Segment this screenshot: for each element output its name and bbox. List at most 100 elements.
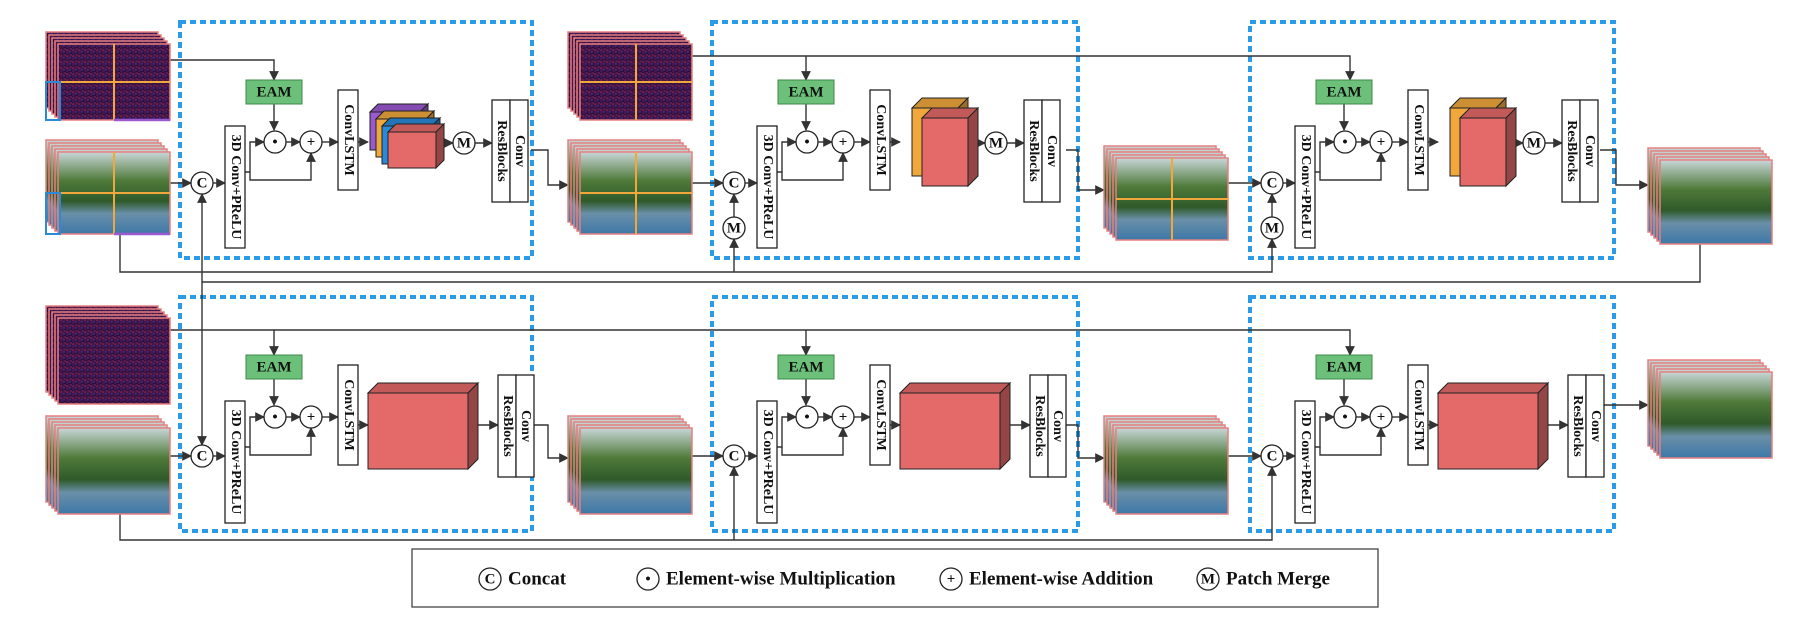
stage-3-merge-op-symbol: M	[1527, 135, 1541, 151]
stage-1-feature-red	[386, 122, 446, 170]
frames-stage6	[1103, 415, 1229, 515]
stage-3-add-op: +	[1369, 130, 1393, 154]
stage-6-mult-op-symbol: •	[1342, 409, 1347, 425]
stage-3-conv3d-block-box	[1294, 125, 1316, 249]
stage-1-feature-red-front	[387, 131, 437, 169]
stage-box-6	[1248, 295, 1616, 533]
output-frames-top	[1647, 147, 1773, 245]
stage-6-concat-op-symbol: C	[1267, 448, 1278, 464]
input-dim-frames-top-patch-blue	[45, 81, 61, 121]
stage-4-add-op: +	[299, 405, 323, 429]
line-input-skip-merge-3	[119, 234, 1277, 273]
line-stage3-out	[1600, 149, 1649, 190]
stage-2-merge-op-symbol: M	[989, 135, 1003, 151]
stage-1-conv-resblocks-resblocks-label: ResBlocks	[494, 120, 509, 182]
stage-box-4	[178, 295, 534, 533]
stage-4-concat-op-ring	[190, 444, 214, 468]
stage-6-eam-block-label: EAM	[1327, 359, 1362, 375]
stage-2-concat-op-symbol: C	[729, 175, 740, 191]
input-frames-bottom	[45, 415, 171, 515]
stage-3-line-conv-mult	[1315, 137, 1335, 173]
stage-4-conv-resblocks-resblocks-label: ResBlocks	[500, 395, 515, 457]
stage-3-input-merge-op-ring	[1260, 216, 1284, 240]
stage-3-input-merge-op: M	[1260, 216, 1284, 240]
stage-5-concat-op: C	[722, 444, 746, 468]
legend-patch-merge-symbol-ring	[1196, 567, 1220, 591]
stage-1-line-skip-add	[249, 152, 316, 181]
legend-concat-symbol-ring	[478, 567, 502, 591]
stage-3-convlstm-block-box	[1407, 89, 1429, 191]
line-stage5-out	[1066, 424, 1105, 463]
stage-1-add-op-ring	[299, 130, 323, 154]
stage-2-conv-resblocks-conv-label: Conv	[1044, 135, 1059, 167]
stage-4-conv-resblocks-conv-label: Conv	[518, 410, 533, 442]
stage-1-merge-op-symbol: M	[457, 135, 471, 151]
stage-3-concat-op-symbol: C	[1267, 175, 1278, 191]
stage-box-2	[710, 20, 1080, 260]
legend-addition-label: Element-wise Addition	[969, 568, 1154, 589]
line-dim-eam-1	[170, 59, 279, 81]
stage-4-mult-op-ring	[263, 405, 287, 429]
stage-2-input-merge-op-ring	[722, 216, 746, 240]
line-dim-eam-4	[170, 329, 279, 356]
stage-3-eam-block-label: EAM	[1327, 84, 1362, 100]
stage-4-convlstm-block-box	[337, 364, 359, 466]
stage-3-conv-resblocks-conv-label: Conv	[1582, 135, 1597, 167]
stage-3-patch-features	[1448, 96, 1518, 188]
stage-4-conv-resblocks-conv-box	[515, 374, 535, 478]
stage-2-feature-red-side	[967, 106, 979, 188]
stage-2-line-skip-add	[781, 152, 848, 181]
legend-patch-merge-label: Patch Merge	[1226, 568, 1330, 589]
stage-6-concat-op: C	[1260, 444, 1284, 468]
stage-4-convlstm-block: ConvLSTM	[337, 364, 359, 466]
stage-4-feature-map-side	[467, 381, 479, 471]
stage-2-concat-op: C	[722, 171, 746, 195]
input-dim-frames-bottom-frame	[57, 317, 171, 405]
stage-6-conv3d-block-label: 3D Conv+PReLU	[1298, 410, 1313, 515]
frames-stage5-frame	[579, 427, 693, 515]
output-frames-bottom-frame	[1659, 371, 1773, 459]
stage-4-mult-op-symbol: •	[272, 409, 277, 425]
stage-1-eam-block-box	[245, 79, 303, 105]
stage-1-conv3d-block-box	[224, 125, 246, 249]
stage-4-feature-map	[366, 381, 480, 471]
stage-box-1	[178, 20, 534, 260]
stage-6-conv3d-block-box	[1294, 400, 1316, 524]
stage-5-line-skip-add	[781, 427, 848, 456]
stage-5-mult-op-symbol: •	[804, 409, 809, 425]
stage-1-convlstm-block: ConvLSTM	[337, 89, 359, 191]
stage-5-feature-map	[898, 381, 1012, 471]
stage-1-mult-op: •	[263, 130, 287, 154]
stage-2-concat-op-ring	[722, 171, 746, 195]
stage-4-line-skip-add	[249, 427, 316, 456]
stage-6-conv-resblocks-resblocks-label: ResBlocks	[1570, 395, 1585, 457]
input-dim-frames-bottom	[45, 305, 171, 405]
stage-2-conv3d-block: 3D Conv+PReLU	[756, 125, 778, 249]
stage-2-conv3d-block-label: 3D Conv+PReLU	[760, 135, 775, 240]
input-frames-top	[45, 139, 171, 236]
stage-4-line-conv-mult	[245, 412, 265, 448]
stage-5-feature-map-top	[898, 382, 1012, 394]
stage-2-line-conv-mult	[777, 137, 797, 173]
stage-1-add-op-symbol: +	[307, 134, 316, 150]
stage-1-patch-features	[368, 102, 446, 170]
stage-2-eam-block: EAM	[777, 79, 835, 105]
input-frames-top-patch-blue	[45, 192, 61, 235]
stage-4-eam-block-box	[245, 354, 303, 380]
stage-3-feature-red-side	[1505, 106, 1517, 188]
line-top-to-bottom	[197, 244, 1701, 446]
stage-2-conv-resblocks-conv-box	[1041, 99, 1061, 203]
stage-2-mult-op-ring	[795, 130, 819, 154]
stage-3-conv-resblocks-conv-box	[1579, 99, 1599, 203]
stage-2-mult-op: •	[795, 130, 819, 154]
stage-1-convlstm-block-label: ConvLSTM	[341, 104, 356, 176]
stage-5-add-op: +	[831, 405, 855, 429]
output-frames-top-frame	[1659, 159, 1773, 245]
stage-1-conv3d-block-label: 3D Conv+PReLU	[228, 135, 243, 240]
stage-5-feature-map-front	[899, 392, 1001, 470]
legend-multiplication-symbol: •	[645, 571, 650, 587]
